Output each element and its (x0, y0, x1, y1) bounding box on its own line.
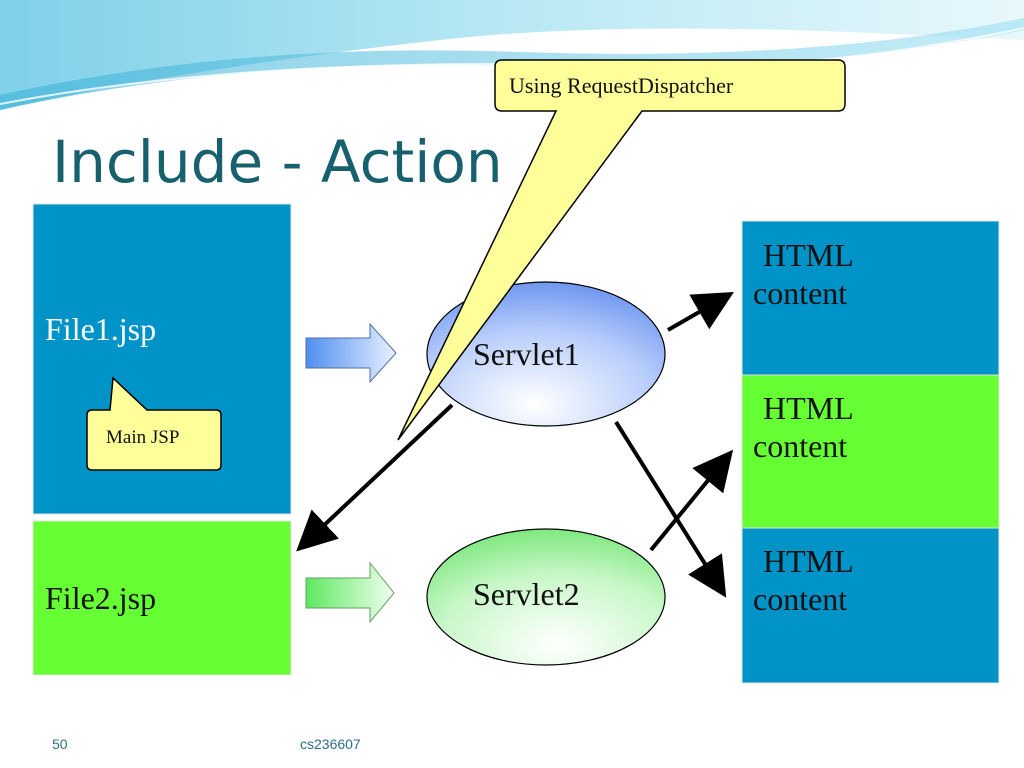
file2-box (32, 520, 292, 676)
html-content-box-3 (741, 527, 1000, 684)
html-content-2-line2: content (753, 428, 848, 464)
arrow-servlet1-to-html1 (667, 292, 734, 332)
html-content-1-line1: HTML (763, 237, 854, 273)
html-content-label-1: HTML content (753, 236, 854, 312)
servlet2-node (426, 528, 666, 666)
arrow-servlet1-to-html3 (614, 420, 727, 598)
file1-label: File1.jsp (45, 311, 157, 347)
block-arrow-file2-to-servlet2 (305, 561, 395, 624)
html-content-box-2 (741, 374, 1000, 529)
html-content-2-line1: HTML (763, 390, 854, 426)
main-jsp-callout-text: Main JSP (106, 427, 180, 448)
html-content-1-line2: content (753, 275, 848, 311)
slide-title: Include - Action (52, 128, 503, 196)
file2-label: File2.jsp (45, 580, 157, 616)
dispatcher-callout-shape (397, 59, 846, 441)
html-content-3-line1: HTML (763, 543, 854, 579)
dispatcher-callout-text: Using RequestDispatcher (509, 73, 734, 98)
connector-arrows (296, 292, 734, 598)
arrow-servlet1-to-file2 (296, 403, 454, 552)
html-content-3-line2: content (753, 581, 848, 617)
block-arrow-file1-to-servlet1 (305, 322, 397, 384)
servlet2-label: Servlet2 (473, 576, 580, 612)
html-content-label-2: HTML content (753, 389, 854, 465)
main-jsp-callout-shape (86, 376, 222, 471)
servlet1-label: Servlet1 (473, 336, 580, 372)
html-content-box-1 (741, 220, 1000, 376)
html-content-label-3: HTML content (753, 542, 854, 618)
page-number: 50 (52, 736, 68, 752)
arrow-servlet2-to-html2 (649, 449, 734, 552)
course-code: cs236607 (300, 736, 361, 752)
